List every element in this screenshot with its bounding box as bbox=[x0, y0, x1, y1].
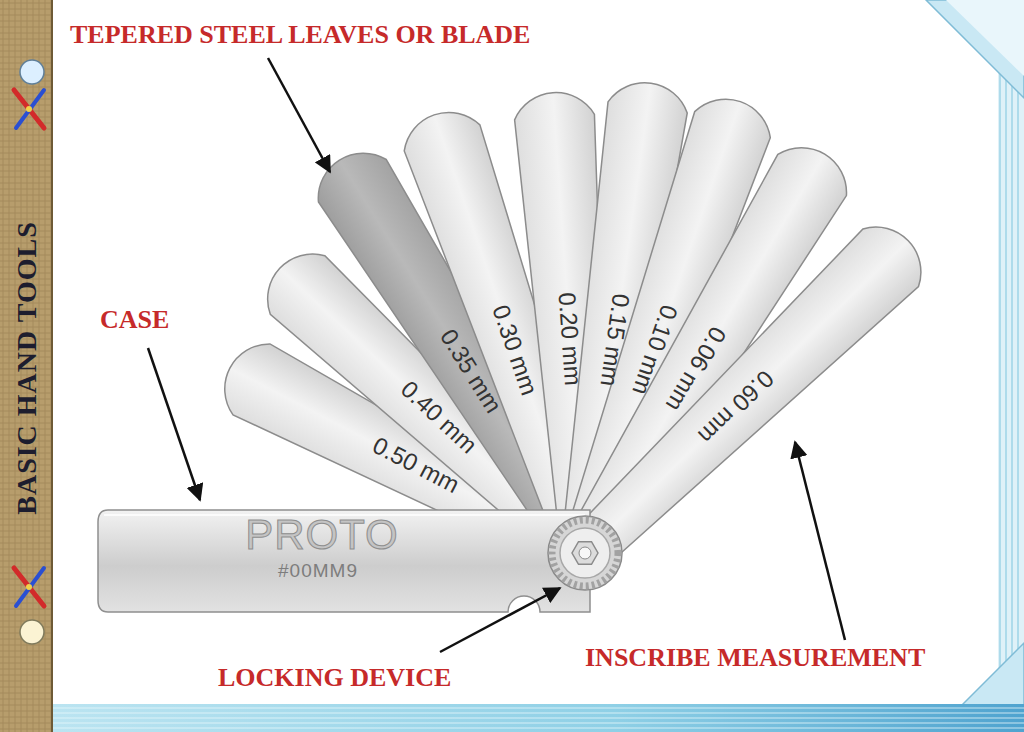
knurling bbox=[552, 520, 618, 586]
corner-fold bbox=[946, 0, 1024, 76]
callout-label: LOCKING DEVICE bbox=[218, 663, 451, 693]
steel-blade bbox=[557, 212, 936, 582]
screwdriver-icon bbox=[16, 90, 44, 128]
pliers-icon bbox=[14, 568, 44, 606]
side-border bbox=[998, 0, 1024, 705]
callout-label: CASE bbox=[100, 305, 169, 335]
corner-fold bbox=[962, 643, 1024, 705]
hex-nut bbox=[572, 542, 598, 565]
locking-wheel bbox=[548, 516, 622, 590]
corner-fold bbox=[926, 0, 1024, 98]
decor-circle bbox=[20, 60, 44, 84]
brand-name: PROTO bbox=[245, 511, 399, 559]
callout-label: INSCRIBE MEASUREMENT bbox=[585, 643, 925, 673]
pivot-dot bbox=[26, 584, 32, 590]
model-number: #00MM9 bbox=[278, 560, 358, 582]
knurled-wheel bbox=[548, 516, 622, 590]
leader-arrow bbox=[795, 442, 845, 640]
rivet bbox=[579, 547, 591, 559]
sidebar bbox=[0, 0, 52, 732]
bottom-band bbox=[0, 704, 1024, 732]
decor-circle bbox=[20, 620, 44, 644]
pivot-dot bbox=[26, 106, 32, 112]
leader-arrow bbox=[440, 588, 560, 652]
sidebar-edge bbox=[51, 0, 53, 732]
gauge-case bbox=[98, 510, 590, 612]
leader-lines bbox=[148, 58, 845, 652]
band-stripes bbox=[0, 708, 1024, 728]
wheel-face bbox=[560, 528, 610, 578]
leader-arrow bbox=[148, 348, 200, 500]
sidebar-title: BASIC HAND TOOLS bbox=[11, 221, 43, 515]
callout-label: TEPERED STEEL LEAVES OR BLADE bbox=[70, 20, 530, 50]
border-stripes bbox=[1000, 0, 1018, 705]
tools-icon bbox=[14, 568, 44, 606]
pliers-icon bbox=[14, 90, 44, 128]
leader-arrow bbox=[268, 58, 330, 172]
tools-icon bbox=[14, 90, 44, 128]
screwdriver-icon bbox=[16, 568, 44, 606]
